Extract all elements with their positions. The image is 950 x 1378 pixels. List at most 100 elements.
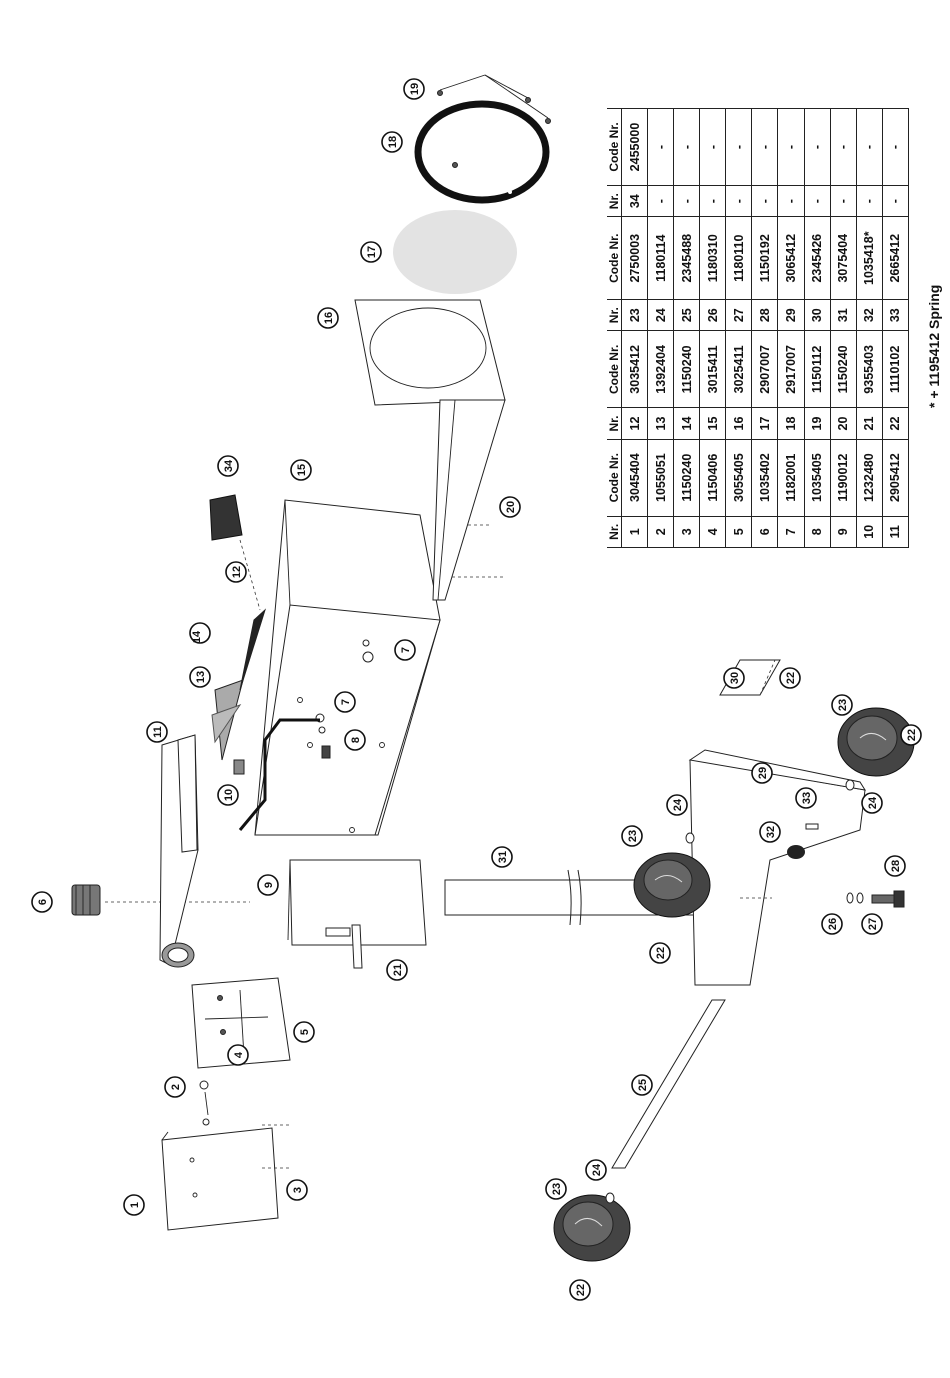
callout-33: 33 xyxy=(795,787,817,809)
callout-24b: 24 xyxy=(861,792,883,814)
column-header: Code Nr. xyxy=(607,216,622,300)
table-cell: 1232480 xyxy=(856,439,883,517)
part-screw-8 xyxy=(321,745,331,759)
callout-28: 28 xyxy=(884,855,906,877)
table-cell: 13 xyxy=(647,407,674,440)
callout-21: 21 xyxy=(386,959,408,981)
callout-12: 12 xyxy=(225,561,247,583)
table-cell: 4 xyxy=(699,516,726,548)
table-cell: 2750003 xyxy=(621,216,648,300)
svg-text:24: 24 xyxy=(867,796,879,809)
table-cell: 6 xyxy=(751,516,778,548)
table-cell: 3015411 xyxy=(699,330,726,408)
table-cell: 22 xyxy=(882,407,909,440)
table-cell: 1 xyxy=(621,516,648,548)
part-washers xyxy=(605,779,855,1204)
callout-22b: 22 xyxy=(900,724,922,746)
table-cell: 1150192 xyxy=(751,216,778,300)
table-cell: 21 xyxy=(856,407,883,440)
svg-text:20: 20 xyxy=(505,501,517,513)
table-cell: 14 xyxy=(673,407,700,440)
svg-text:25: 25 xyxy=(637,1079,649,1091)
callout-25: 25 xyxy=(631,1074,653,1096)
callout-22c: 22 xyxy=(649,942,671,964)
callout-10: 10 xyxy=(217,784,239,806)
part-side-panel xyxy=(161,1124,290,1231)
table-cell: 34 xyxy=(621,185,648,217)
table-cell: - xyxy=(830,108,857,186)
table-cell: 3045404 xyxy=(621,439,648,517)
svg-text:15: 15 xyxy=(296,464,308,476)
table-cell: 2345488 xyxy=(673,216,700,300)
svg-text:23: 23 xyxy=(551,1183,563,1195)
svg-text:30: 30 xyxy=(729,672,741,684)
table-cell: 32 xyxy=(856,299,883,331)
svg-text:28: 28 xyxy=(890,860,902,872)
part-knob xyxy=(787,823,819,859)
callout-2: 2 xyxy=(164,1076,186,1098)
table-cell: - xyxy=(882,108,909,186)
callout-24c: 24 xyxy=(585,1159,607,1181)
table-cell: - xyxy=(725,185,752,217)
column-header: Nr. xyxy=(607,185,622,217)
svg-text:26: 26 xyxy=(827,918,839,930)
svg-text:5: 5 xyxy=(299,1029,311,1035)
table-cell: 3025411 xyxy=(725,330,752,408)
table-cell: - xyxy=(725,108,752,186)
part-cover-plate xyxy=(191,977,291,1069)
callout-34: 34 xyxy=(217,455,239,477)
table-cell: - xyxy=(777,108,805,186)
svg-text:31: 31 xyxy=(497,851,509,863)
svg-text:17: 17 xyxy=(366,246,378,258)
table-cell: 26 xyxy=(699,299,726,331)
svg-text:12: 12 xyxy=(231,566,243,578)
table-cell: 17 xyxy=(751,407,778,440)
callout-18: 18 xyxy=(381,131,403,153)
table-cell: 30 xyxy=(804,299,831,331)
callout-14: 14 xyxy=(189,622,211,644)
table-cell: 1180110 xyxy=(725,216,752,300)
table-cell: 2905412 xyxy=(882,439,909,517)
table-cell: 1180114 xyxy=(647,216,674,300)
table-cell: 1035402 xyxy=(751,439,778,517)
table-cell: 1180310 xyxy=(699,216,726,300)
table-cell: 1055051 xyxy=(647,439,674,517)
table-cell: 1150240 xyxy=(673,439,700,517)
callout-22a: 22 xyxy=(779,667,801,689)
callout-23b: 23 xyxy=(831,694,853,716)
svg-text:7: 7 xyxy=(400,647,412,653)
svg-text:4: 4 xyxy=(233,1051,245,1058)
svg-text:23: 23 xyxy=(627,830,639,842)
callout-24a: 24 xyxy=(666,794,688,816)
part-bellows xyxy=(71,884,250,916)
svg-text:24: 24 xyxy=(591,1163,603,1176)
svg-text:22: 22 xyxy=(785,672,797,684)
table-cell: 3 xyxy=(673,516,700,548)
callout-4: 4 xyxy=(227,1044,249,1066)
callout-7b: 7 xyxy=(334,691,356,713)
table-cell: 1035418* xyxy=(856,216,883,300)
callout-23a: 23 xyxy=(621,825,643,847)
svg-text:10: 10 xyxy=(223,789,235,801)
table-cell: - xyxy=(751,185,778,217)
part-filter-disc xyxy=(393,210,517,294)
table-cell: 33 xyxy=(882,299,909,331)
svg-text:9: 9 xyxy=(263,882,275,888)
part-wheel xyxy=(553,1194,631,1262)
table-cell: 3035412 xyxy=(621,330,648,408)
part-main-housing xyxy=(238,499,441,836)
table-cell: 1150240 xyxy=(673,330,700,408)
callout-16: 16 xyxy=(317,307,339,329)
table-cell: 3065412 xyxy=(777,216,805,300)
table-cell: 12 xyxy=(621,407,648,440)
callout-1: 1 xyxy=(123,1194,145,1216)
svg-text:1: 1 xyxy=(129,1202,141,1208)
table-cell: 28 xyxy=(751,299,778,331)
callout-8: 8 xyxy=(344,729,366,751)
callout-20: 20 xyxy=(499,496,521,518)
